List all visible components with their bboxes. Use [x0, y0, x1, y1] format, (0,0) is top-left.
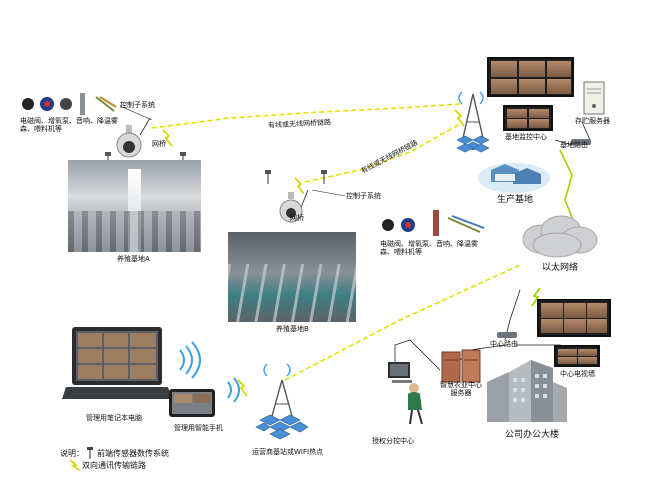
wifi-waves-icon	[227, 377, 240, 403]
bridge-b-label: 网桥	[290, 214, 304, 222]
lightning-icon	[294, 177, 305, 195]
lightning-icon	[237, 379, 248, 397]
signal-arcs-icon	[263, 363, 291, 377]
production-base-buildings-icon	[478, 163, 550, 193]
antenna-icon	[447, 215, 485, 233]
speaker-icon	[22, 98, 34, 110]
legend-link-label: 双向通讯传输链路	[82, 461, 146, 470]
monitor-screen	[487, 57, 574, 97]
video-wall-screen	[537, 299, 611, 337]
center-router-label: 中心路由	[490, 340, 518, 348]
server-icon	[583, 81, 605, 115]
phone-icon	[169, 389, 215, 417]
pole-icon	[433, 210, 439, 236]
base-router-label: 基地路由	[560, 141, 588, 149]
production-base-label: 生产基地	[497, 195, 534, 205]
farm-a-photo	[68, 160, 201, 252]
lightning-icon	[454, 109, 465, 127]
pole-icon	[80, 93, 85, 115]
router-icon	[571, 139, 591, 145]
control-subsystem-b-label: 控制子系统	[346, 192, 381, 200]
smart-agri-server-label: 智慧农业中心 服务器	[440, 381, 482, 398]
legend-sensor-label: 前端传感器数传系统	[97, 449, 169, 458]
speaker-icon	[382, 219, 394, 231]
farm-b-label: 养殖基地B	[276, 325, 309, 333]
wireless-link-eth-to-tower	[284, 264, 521, 381]
lightning-icon	[162, 129, 173, 147]
router-icon	[497, 332, 517, 338]
mgmt-laptop-label: 管理用笔记本电脑	[86, 414, 142, 422]
bridge-a-label: 网桥	[152, 140, 166, 148]
center-video-wall-label: 中心电视墙	[560, 370, 595, 378]
wire-base-router-to-storage	[581, 121, 591, 141]
office-building-icon	[487, 360, 567, 422]
farm-a-label: 养殖基地A	[117, 255, 150, 263]
wire-camA-to-cluster	[139, 117, 151, 136]
laptop-icon	[62, 327, 172, 399]
signal-arcs-icon	[458, 91, 484, 105]
lightning-icon	[69, 459, 81, 471]
wireless-link-a-to-hub	[151, 103, 461, 129]
site-a-device-icons	[22, 93, 117, 115]
wifi-waves-icon	[179, 341, 201, 379]
control-subsystem-a-label: 控制子系统	[120, 101, 155, 109]
authorized-control-center-label: 授权分控中心	[372, 437, 414, 445]
wire-control-a	[119, 105, 153, 121]
site-b-device-icons	[382, 210, 485, 236]
base-monitor-center-label: 基地监控中心	[505, 133, 547, 141]
ethernet-label: 以太网络	[542, 263, 579, 273]
site-b-devices-label: 电磁阀、增氧泵、音响、降温雾 森、喂料机等	[380, 240, 478, 257]
wire-control-b	[311, 189, 346, 197]
cloud-icon	[522, 215, 598, 258]
storage-server-label: 存贮服务器	[575, 117, 610, 125]
camera-icon	[116, 125, 142, 158]
operator-base-station-label: 运营商基站或WIFI热点	[252, 448, 324, 456]
wire-server-to-control	[394, 339, 441, 371]
video-wall-screen-small	[554, 345, 600, 367]
wire-monitor-to-router	[554, 139, 573, 146]
monitor-screen-small	[503, 105, 553, 131]
lightning-icon	[531, 287, 541, 307]
wireless-link-b-to-hub	[304, 123, 461, 183]
farm-b-photo	[228, 232, 356, 322]
legend-title: 说明：	[60, 449, 84, 458]
mgmt-phone-label: 管理用智能手机	[174, 424, 223, 432]
operator-workstation-icon	[388, 362, 423, 425]
company-building-label: 公司办公大楼	[505, 430, 560, 440]
camera-icon	[279, 192, 303, 223]
antenna-icon	[87, 447, 93, 459]
tower-icon	[456, 93, 490, 153]
base-station-tower-icon	[255, 380, 309, 440]
site-a-devices-label: 电磁阀、增氧泵、音响、降温雾 森、喂料机等	[20, 117, 118, 134]
server-rack-icon	[441, 349, 481, 383]
wireless-link-eth-to-base	[559, 149, 576, 226]
antenna-icon	[95, 96, 117, 112]
antenna-icon	[265, 170, 327, 184]
sensor-icon	[60, 98, 72, 110]
